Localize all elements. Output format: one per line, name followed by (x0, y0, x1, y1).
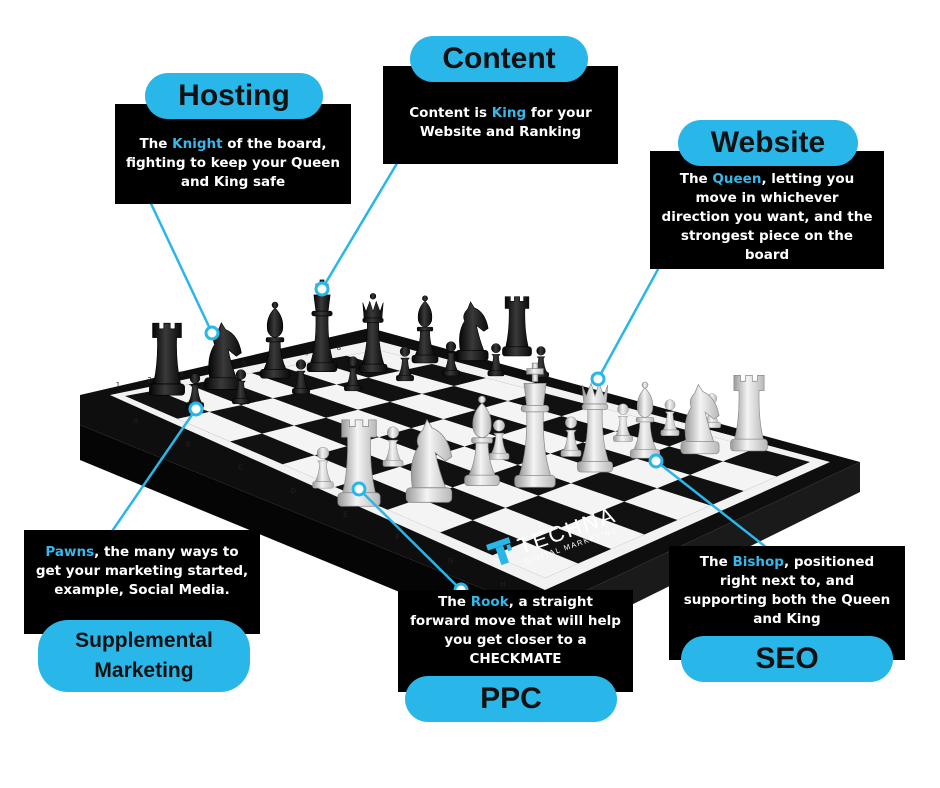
seo-title: SEO (681, 636, 893, 682)
content-description: Content is King for your Website and Ran… (383, 66, 618, 164)
board-file-label: E (343, 510, 347, 518)
board-square-light (387, 498, 473, 533)
board-square-light (177, 411, 262, 442)
board-file-label: D (291, 487, 296, 495)
supplemental-title-line2: Marketing (94, 659, 194, 682)
ppc-description: The Rook, a straight forward move that w… (398, 590, 633, 692)
board-rank-label: 3 (179, 371, 183, 379)
board-file-label: F (395, 534, 399, 542)
board-rank-label: 7 (305, 349, 309, 357)
content-title: Content (410, 36, 588, 82)
board-square-light (538, 483, 625, 516)
board-square-light (304, 384, 390, 410)
board-square-light (390, 393, 476, 420)
supplemental-title-line1: Supplemental (75, 629, 213, 652)
board-rank-label: 5 (242, 360, 246, 368)
board-file-label: B (186, 440, 191, 448)
board-rank-label: 1 (116, 381, 120, 389)
website-description: The Queen, letting you move in whichever… (650, 151, 884, 269)
board-square-light (472, 507, 559, 542)
board-square-light (241, 398, 326, 426)
board-square-light (603, 458, 691, 489)
board-file-label: H (500, 580, 505, 588)
supplemental-description: Pawns, the many ways to get your marketi… (24, 530, 260, 634)
website-title: Website (678, 120, 858, 166)
hosting-title: Hosting (145, 73, 323, 119)
board-square-light (624, 488, 711, 520)
board-square-light (368, 370, 454, 394)
hosting-description: The Knight of the board, fighting to kee… (115, 104, 351, 204)
board-rank-label: 8 (337, 344, 341, 352)
board-square-light (454, 378, 540, 402)
board-file-label: A (133, 417, 138, 425)
ppc-title: PPC (405, 676, 617, 722)
board-square-light (492, 541, 579, 578)
board-file-label: C (238, 464, 243, 472)
board-square-light (690, 461, 777, 491)
supplemental-marketing-title: Supplemental Marketing (38, 620, 250, 692)
board-square-light (558, 515, 645, 549)
board-file-label: G (448, 557, 453, 565)
board-rank-label: 2 (147, 376, 151, 384)
